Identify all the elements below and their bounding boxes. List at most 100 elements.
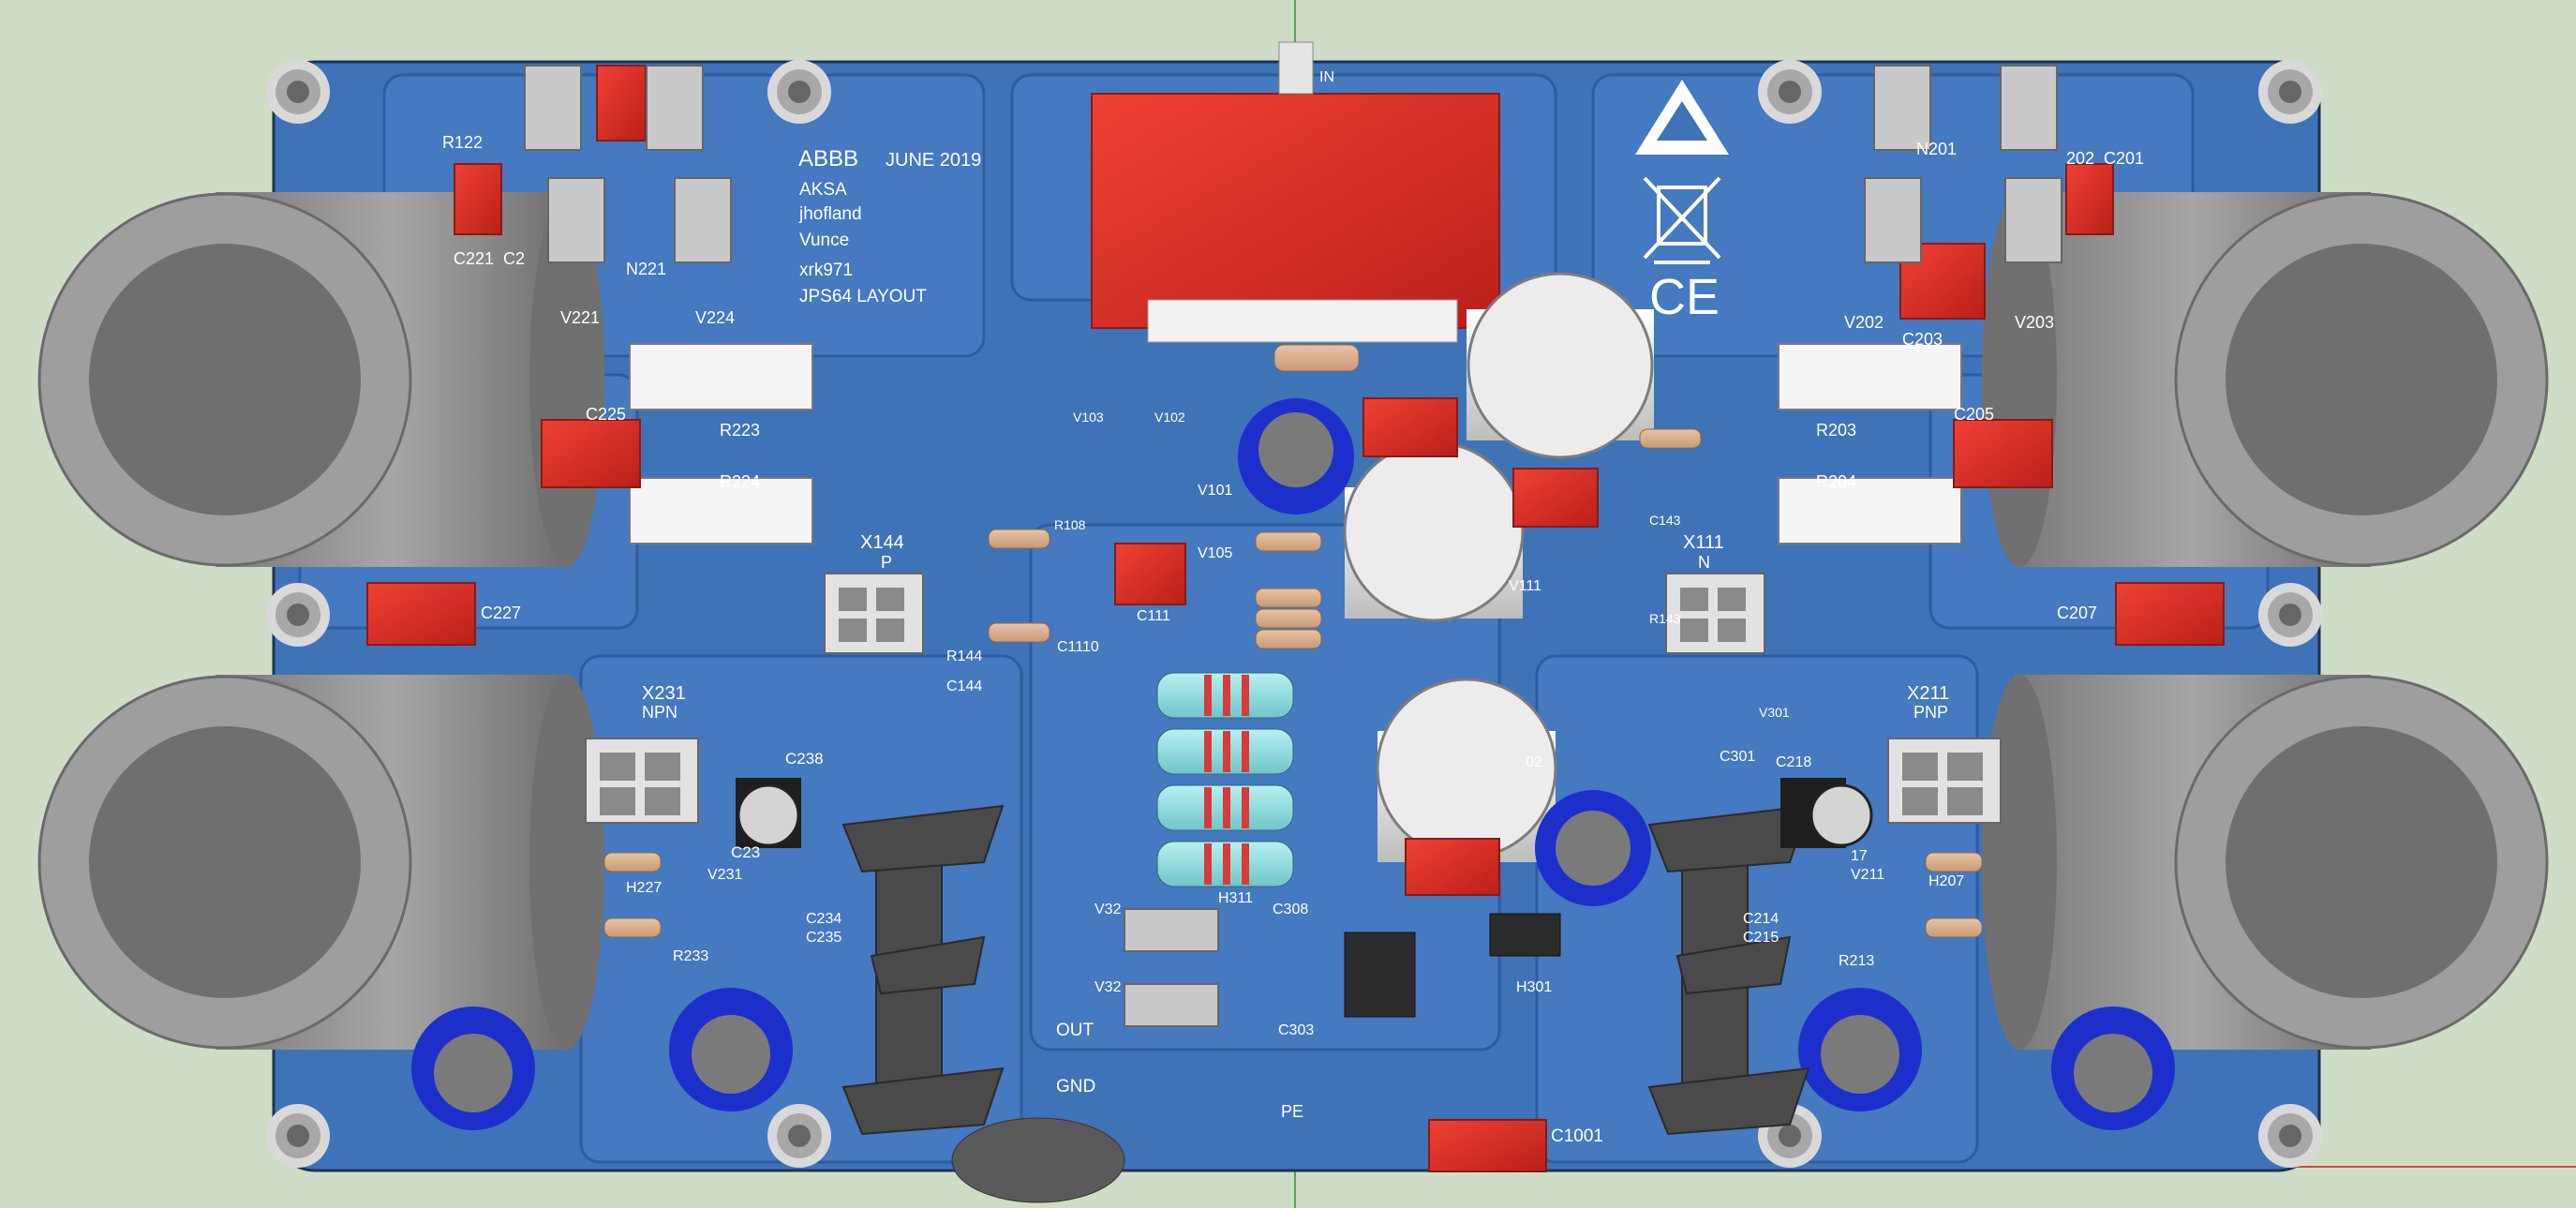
connector-pins — [600, 588, 1983, 815]
recycle-bin-icon — [1643, 176, 1721, 264]
ref-c218: C218 — [1776, 754, 1811, 770]
ref-c214: C214 — [1743, 911, 1779, 927]
red-relay — [1091, 41, 1500, 343]
ref-c207: C207 — [2057, 604, 2097, 622]
ref-c235: C235 — [806, 930, 841, 946]
ce-mark: CE — [1649, 269, 1720, 325]
ref-c227: C227 — [481, 604, 521, 622]
mounting-hole — [767, 60, 831, 124]
credit-3: Vunce — [799, 231, 849, 250]
power-resistors — [629, 343, 1962, 544]
credit-5: JPS64 LAYOUT — [799, 287, 927, 306]
ref-v32b: V32 — [1094, 979, 1122, 995]
x231-ref: X231 — [642, 683, 686, 704]
cap-blue-center — [1238, 398, 1354, 515]
ref-h301: H301 — [1516, 979, 1552, 995]
small-resistors — [603, 344, 1983, 938]
x231-label: NPN — [642, 703, 678, 722]
ref-v32a: V32 — [1094, 902, 1122, 917]
ref-r204: R204 — [1816, 472, 1856, 491]
ref-c23: C23 — [731, 843, 760, 861]
ref-c308: C308 — [1273, 902, 1308, 917]
ref-c234: C234 — [806, 911, 841, 927]
cap-blue-mid — [1535, 790, 1651, 906]
heatsink-right — [1647, 804, 1810, 1136]
ref-r122: R122 — [442, 133, 483, 152]
component-refs: R122 V221 V224 N221 C221 C2 R223 R224 C2… — [442, 133, 2144, 1146]
toroid-top-right — [1982, 192, 2549, 567]
ref-c221: C221 — [454, 249, 494, 268]
x211-label: PNP — [1913, 703, 1948, 722]
x144-ref: X144 — [860, 532, 904, 553]
mounting-hole — [266, 583, 330, 647]
ref-c215: C215 — [1743, 930, 1779, 946]
small-caps-black — [736, 778, 1873, 848]
electrolytic-large — [1343, 272, 1654, 862]
cap-blue-br1 — [1798, 988, 1922, 1111]
ref-v224: V224 — [695, 308, 735, 327]
mounting-holes — [266, 60, 2322, 1168]
esd-symbol — [1635, 80, 1729, 155]
out-label: OUT — [1056, 1021, 1094, 1040]
credit-2: jhofland — [798, 204, 862, 224]
ref-c111: C111 — [1137, 608, 1170, 624]
film-capacitors — [366, 65, 2225, 1172]
date-label: JUNE 2019 — [886, 150, 981, 171]
x111-label: N — [1698, 553, 1710, 572]
ref-v111: V111 — [1509, 578, 1541, 594]
pe-label: PE — [1281, 1102, 1303, 1121]
ref-c225: C225 — [586, 405, 626, 424]
ref-v105: V105 — [1198, 545, 1232, 561]
ref-c202b: 02 — [1526, 754, 1542, 770]
ref-c205: C205 — [1954, 405, 1994, 424]
ref-c303: C303 — [1278, 1022, 1314, 1038]
ref-v101: V101 — [1198, 483, 1232, 499]
ref-h311: H311 — [1218, 890, 1253, 906]
mounting-hole — [266, 60, 330, 124]
ref-c1001: C1001 — [1551, 1126, 1603, 1146]
cap-blue-br2 — [2051, 1007, 2175, 1130]
ref-r223: R223 — [720, 421, 760, 440]
ref-h227: H227 — [626, 880, 662, 896]
electrolytic-blue — [411, 398, 2175, 1130]
ref-n221: N221 — [626, 260, 666, 278]
in-label: IN — [1319, 69, 1334, 85]
ref-r233: R233 — [673, 948, 708, 964]
ref-c203: C203 — [1902, 330, 1943, 349]
ref-r224: R224 — [720, 472, 760, 491]
toroid-bottom-left — [37, 675, 604, 1050]
ref-v103: V103 — [1073, 410, 1104, 425]
ref-v301: V301 — [1759, 705, 1790, 720]
ref-v231: V231 — [707, 867, 742, 883]
to220-transistors — [524, 65, 2062, 1027]
toroid-top-left — [37, 192, 604, 567]
capacitor-white-2 — [1343, 440, 1525, 622]
ref-v202: V202 — [1844, 313, 1884, 332]
ref-r108: R108 — [1054, 517, 1086, 532]
ref-n201: N201 — [1916, 140, 1957, 158]
x211-ref: X211 — [1907, 683, 1949, 704]
ref-c301: C301 — [1720, 749, 1755, 765]
toroid-bottom-right — [1982, 675, 2549, 1050]
mounting-hole — [1758, 60, 1822, 124]
ref-v221: V221 — [560, 308, 600, 327]
striped-resistors — [1156, 672, 1294, 887]
ref-c143: C143 — [1649, 513, 1681, 528]
capacitor-white-1 — [1467, 272, 1654, 459]
ic-dip8 — [1344, 913, 1561, 1018]
mounting-hole — [767, 1104, 831, 1168]
ref-c202: 202 — [2066, 149, 2094, 168]
ref-h207: H207 — [1928, 873, 1964, 889]
ref-r203: R203 — [1816, 421, 1856, 440]
ref-r143: R143 — [1649, 611, 1681, 626]
x144-label: P — [881, 553, 892, 572]
ref-r144: R144 — [946, 649, 982, 664]
ref-c1110: C1110 — [1057, 639, 1099, 655]
ref-c201: C201 — [2104, 149, 2144, 168]
cap-blue-bl2 — [669, 988, 793, 1111]
mounting-hole — [2258, 1104, 2322, 1168]
cable-grommet — [951, 1117, 1125, 1203]
brand-label: ABBB — [798, 146, 858, 172]
mounting-hole — [266, 1104, 330, 1168]
